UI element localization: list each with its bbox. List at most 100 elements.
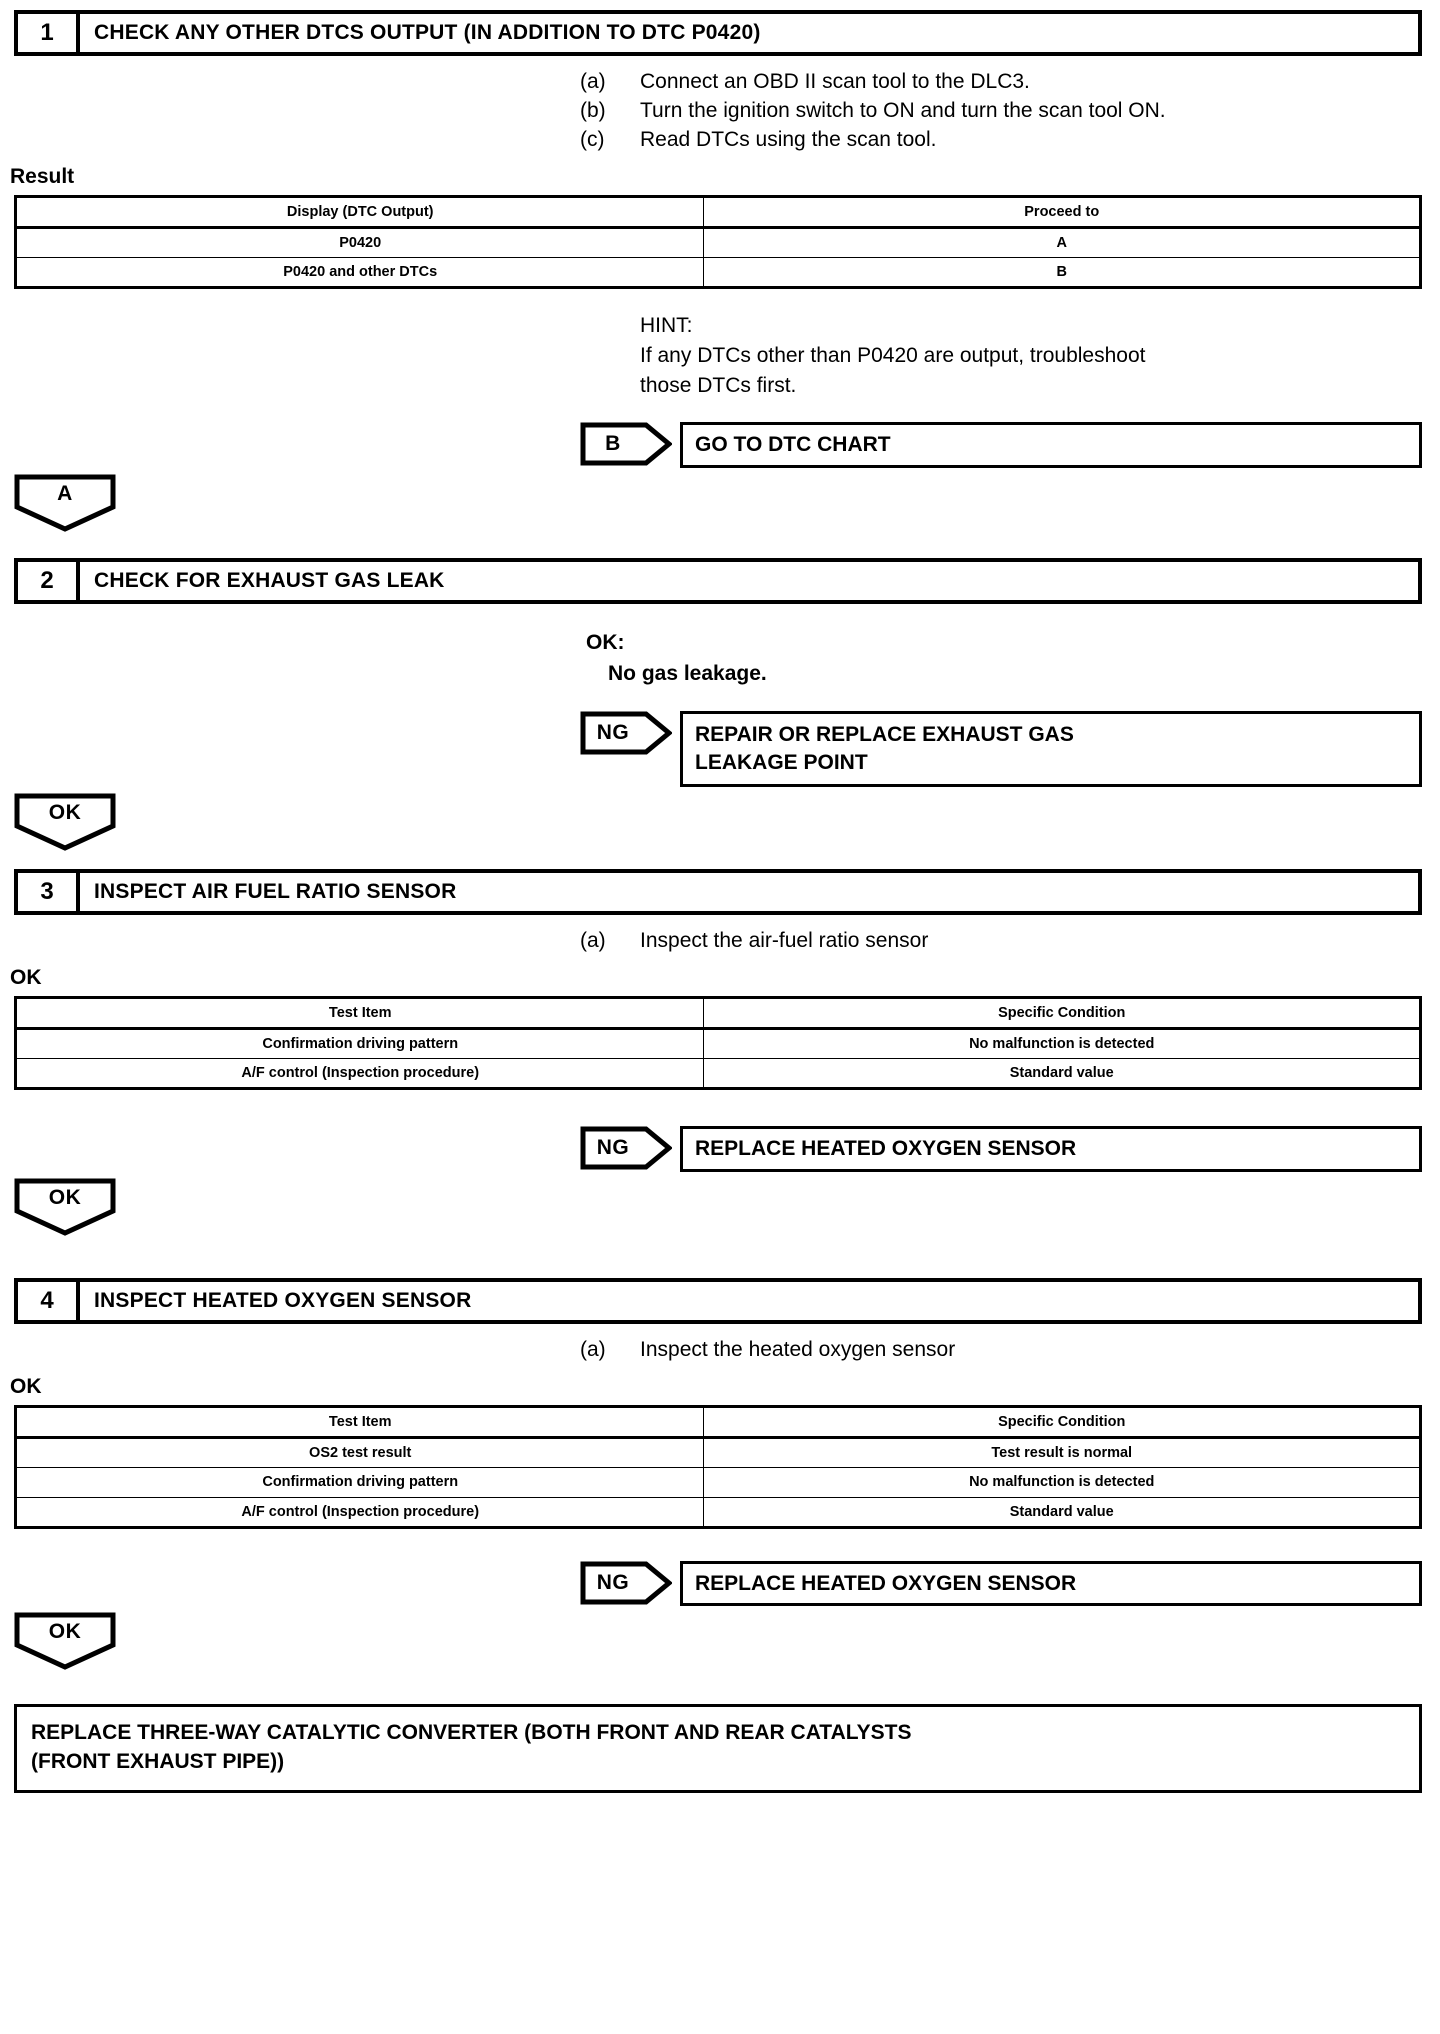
down-pentagon-icon	[14, 474, 116, 532]
table-cell: Confirmation driving pattern	[14, 1466, 705, 1498]
down-pentagon-icon	[14, 1612, 116, 1671]
arrow-pentagon-icon	[580, 422, 672, 466]
pass-tag-label: OK	[48, 800, 82, 824]
pass-tag-ok-3: OK	[14, 1178, 134, 1236]
pass-tag-label: OK	[48, 1185, 82, 1209]
step-header-4: 4 INSPECT HEATED OXYGEN SENSOR	[14, 1277, 1422, 1324]
final-action-line: REPLACE THREE-WAY CATALYTIC CONVERTER (B…	[31, 1721, 912, 1745]
procedure-list-4: (a) Inspect the heated oxygen sensor	[580, 1336, 1440, 1365]
ok-label: OK:	[586, 631, 625, 655]
procedure-letter: (b)	[580, 98, 606, 122]
table-cell: P0420 and other DTCs	[14, 256, 705, 288]
step-number-2: 2	[18, 562, 80, 601]
table-cell: OS2 test result	[14, 1436, 705, 1468]
procedure-text: Inspect the heated oxygen sensor	[640, 1337, 956, 1361]
table-cell: Standard value	[703, 1496, 1421, 1528]
table-cell: P0420	[14, 226, 705, 258]
column-header: Specific Condition	[703, 1405, 1421, 1439]
column-header: Test Item	[14, 996, 705, 1030]
procedure-text: Read DTCs using the scan tool.	[640, 127, 937, 151]
table-cell: A/F control (Inspection procedure)	[14, 1057, 705, 1089]
result-table-3: Test Item Specific Condition Confirmatio…	[14, 995, 1422, 1090]
table-header-row: Test Item Specific Condition	[14, 1405, 1421, 1439]
procedure-item: (a) Inspect the air-fuel ratio sensor	[580, 927, 1440, 956]
pass-tag-ok-2: OK	[14, 793, 134, 851]
ok-value: No gas leakage.	[608, 661, 767, 685]
branch-tag-ng: NG	[580, 1561, 672, 1605]
table-header-row: Display (DTC Output) Proceed to	[14, 195, 1421, 229]
procedure-item: (a) Connect an OBD II scan tool to the D…	[580, 68, 1440, 97]
procedure-text: Connect an OBD II scan tool to the DLC3.	[640, 70, 1030, 93]
column-header: Specific Condition	[703, 996, 1421, 1030]
branch-row-4: NG REPLACE HEATED OXYGEN SENSOR	[580, 1560, 1422, 1607]
branch-action-box-4: REPLACE HEATED OXYGEN SENSOR	[680, 1560, 1422, 1607]
table-row: P0420 and other DTCs B	[14, 256, 1421, 288]
branch-tag-b: B	[580, 422, 672, 466]
table-row: A/F control (Inspection procedure) Stand…	[14, 1496, 1421, 1528]
hint-line: If any DTCs other than P0420 are output,…	[640, 343, 1146, 367]
branch-tag-label: NG	[596, 1135, 630, 1159]
result-label-1: Result	[10, 164, 75, 188]
result-label-3: OK	[10, 965, 42, 989]
step-number-4: 4	[18, 1281, 80, 1320]
branch-row-2: NG REPAIR OR REPLACE EXHAUST GAS LEAKAGE…	[580, 710, 1422, 787]
table-cell: No malfunction is detected	[703, 1466, 1421, 1498]
procedure-letter: (a)	[580, 1337, 606, 1361]
arrow-pentagon-icon	[580, 1561, 672, 1605]
down-pentagon-icon	[14, 793, 116, 851]
branch-action-line: REPLACE HEATED OXYGEN SENSOR	[695, 1571, 1077, 1595]
arrow-pentagon-icon	[580, 711, 672, 755]
procedure-list-3: (a) Inspect the air-fuel ratio sensor	[580, 927, 1440, 956]
hint-label: HINT:	[640, 313, 693, 337]
step-header-1: 1 CHECK ANY OTHER DTCS OUTPUT (IN ADDITI…	[14, 10, 1422, 56]
pass-tag-ok-4: OK	[14, 1612, 134, 1671]
branch-row-1: B GO TO DTC CHART	[580, 422, 1422, 469]
table-cell: Test result is normal	[703, 1436, 1421, 1468]
branch-action-line: REPLACE HEATED OXYGEN SENSOR	[695, 1136, 1077, 1160]
hint-block-1: HINT: If any DTCs other than P0420 are o…	[640, 311, 1440, 400]
arrow-pentagon-icon	[580, 1126, 672, 1170]
step-title-4: INSPECT HEATED OXYGEN SENSOR	[94, 1288, 472, 1312]
table-row: Confirmation driving pattern No malfunct…	[14, 1027, 1421, 1059]
column-header: Display (DTC Output)	[14, 195, 705, 229]
branch-tag-ng: NG	[580, 1126, 672, 1170]
table-row: P0420 A	[14, 226, 1421, 258]
branch-action-box-3: REPLACE HEATED OXYGEN SENSOR	[680, 1125, 1422, 1172]
branch-tag-label: NG	[596, 1570, 630, 1594]
table-cell: Standard value	[703, 1057, 1421, 1089]
column-header: Test Item	[14, 1405, 705, 1439]
column-header: Proceed to	[703, 195, 1421, 229]
branch-action-box-2: REPAIR OR REPLACE EXHAUST GAS LEAKAGE PO…	[680, 710, 1422, 787]
table-row: OS2 test result Test result is normal	[14, 1436, 1421, 1468]
result-table-4: Test Item Specific Condition OS2 test re…	[14, 1404, 1422, 1529]
table-cell: No malfunction is detected	[703, 1027, 1421, 1059]
procedure-item: (c) Read DTCs using the scan tool.	[580, 126, 1440, 155]
branch-tag-label: NG	[596, 720, 630, 744]
flowchart-page: 1 CHECK ANY OTHER DTCS OUTPUT (IN ADDITI…	[10, 10, 1440, 1794]
pass-tag-a: A	[14, 474, 134, 532]
step-title-3: INSPECT AIR FUEL RATIO SENSOR	[94, 879, 457, 903]
branch-action-line: REPAIR OR REPLACE EXHAUST GAS	[695, 723, 1074, 747]
table-cell: A	[703, 226, 1421, 258]
step-number-3: 3	[18, 872, 80, 911]
table-cell: B	[703, 256, 1421, 288]
result-table-1: Display (DTC Output) Proceed to P0420 A …	[14, 194, 1422, 289]
final-action-line: (FRONT EXHAUST PIPE))	[31, 1749, 285, 1773]
final-action-box: REPLACE THREE-WAY CATALYTIC CONVERTER (B…	[14, 1704, 1422, 1794]
step-number-1: 1	[18, 14, 80, 52]
pass-tag-label: A	[57, 482, 73, 506]
procedure-item: (a) Inspect the heated oxygen sensor	[580, 1336, 1440, 1365]
step-title-1: CHECK ANY OTHER DTCS OUTPUT (IN ADDITION…	[94, 21, 761, 44]
pass-tag-label: OK	[48, 1620, 82, 1644]
branch-tag-ng: NG	[580, 711, 672, 755]
procedure-list-1: (a) Connect an OBD II scan tool to the D…	[580, 68, 1440, 155]
step-header-3: 3 INSPECT AIR FUEL RATIO SENSOR	[14, 868, 1422, 915]
table-cell: Confirmation driving pattern	[14, 1027, 705, 1059]
table-row: Confirmation driving pattern No malfunct…	[14, 1466, 1421, 1498]
result-label-4: OK	[10, 1374, 42, 1398]
procedure-text: Inspect the air-fuel ratio sensor	[640, 928, 929, 952]
hint-line: those DTCs first.	[640, 373, 797, 397]
branch-action-box-1: GO TO DTC CHART	[680, 422, 1422, 469]
branch-row-3: NG REPLACE HEATED OXYGEN SENSOR	[580, 1125, 1422, 1172]
table-row: A/F control (Inspection procedure) Stand…	[14, 1057, 1421, 1089]
